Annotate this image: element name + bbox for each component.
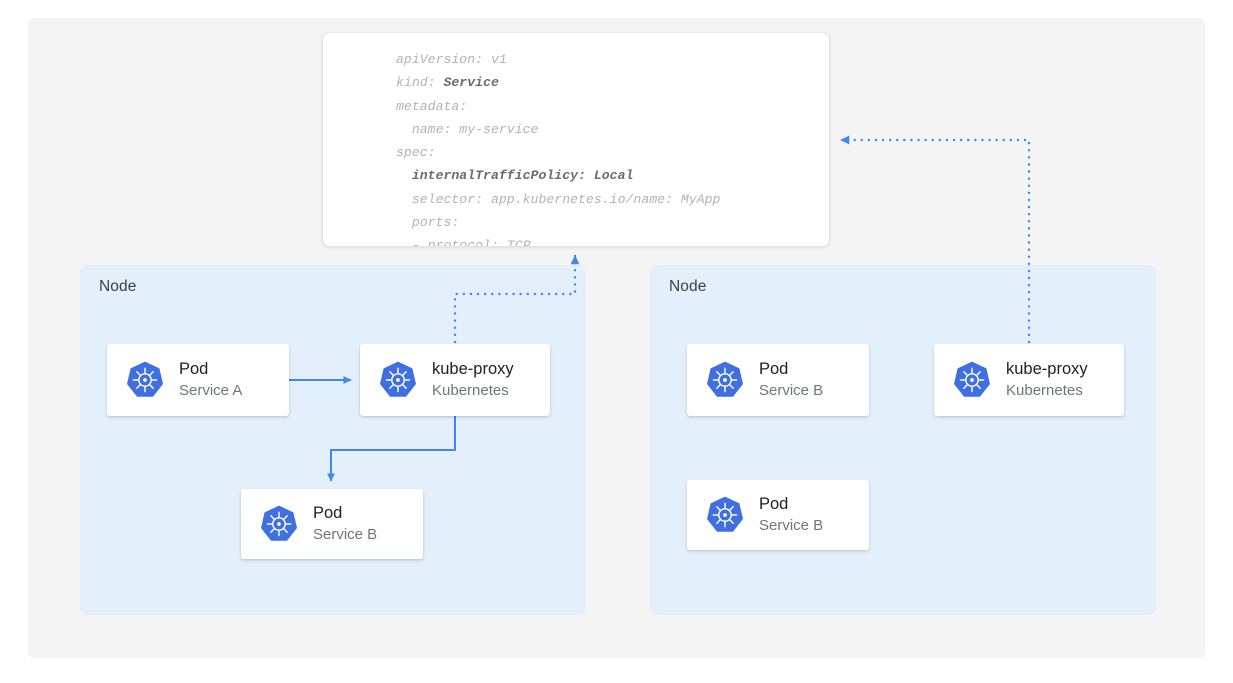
card-title: Pod [759,495,789,513]
card-text: kube-proxy Kubernetes [1006,359,1088,401]
node-container-right: Node [650,265,1156,615]
kubernetes-icon [380,361,416,397]
kubernetes-icon [707,496,743,532]
service-spec-card: apiVersion: v1 kind: Service metadata: n… [322,32,830,247]
card-text: Pod Service B [759,494,823,536]
card-text: Pod Service B [313,503,377,545]
card-subtitle: Service A [179,382,243,399]
node-label-right: Node [669,278,707,295]
card-kube-proxy-left[interactable]: kube-proxy Kubernetes [360,344,550,416]
card-title: kube-proxy [1006,360,1088,378]
kubernetes-icon [954,361,990,397]
card-title: Pod [179,360,209,378]
card-pod-service-b-right-top[interactable]: Pod Service B [687,344,869,416]
kubernetes-icon [261,505,297,541]
service-spec-yaml: apiVersion: v1 kind: Service metadata: n… [396,52,721,247]
card-subtitle: Service B [313,526,378,543]
card-text: Pod Service A [179,359,242,401]
card-pod-service-b-right-bottom[interactable]: Pod Service B [687,480,869,550]
card-title: kube-proxy [432,360,514,378]
card-subtitle: Kubernetes [432,382,509,399]
card-subtitle: Kubernetes [1006,382,1083,399]
card-title: Pod [759,360,789,378]
card-title: Pod [313,504,343,522]
card-kube-proxy-right[interactable]: kube-proxy Kubernetes [934,344,1124,416]
node-container-left: Node [80,265,586,615]
card-subtitle: Service B [759,382,824,399]
card-pod-service-a[interactable]: Pod Service A [107,344,289,416]
card-text: kube-proxy Kubernetes [432,359,514,401]
card-pod-service-b-left[interactable]: Pod Service B [241,489,423,559]
kubernetes-icon [127,361,163,397]
card-subtitle: Service B [759,517,824,534]
node-label-left: Node [99,278,137,295]
card-text: Pod Service B [759,359,823,401]
kubernetes-icon [707,361,743,397]
